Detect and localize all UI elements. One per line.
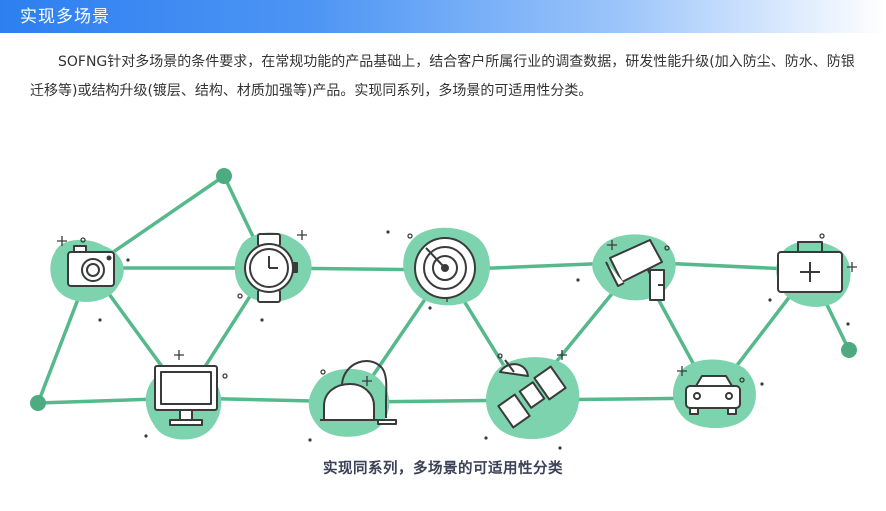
- camera-icon: [67, 245, 115, 287]
- dots: [98, 230, 850, 450]
- first-aid-kit-icon: [777, 241, 843, 293]
- section-title: 实现多场景: [20, 7, 110, 27]
- network-nodes: [30, 168, 857, 411]
- watch-icon: [244, 233, 298, 303]
- radar-icon: [414, 237, 476, 299]
- car-icon: [685, 375, 741, 415]
- diagram-caption: 实现同系列，多场景的可适用性分类: [323, 461, 563, 477]
- vacuum-cleaner-icon: [320, 360, 397, 425]
- security-camera-icon: [605, 239, 665, 301]
- intro-paragraph: SOFNG针对多场景的条件要求，在常规功能的产品基础上，结合客户所属行业的调查数…: [30, 54, 855, 99]
- scenario-network-diagram: [30, 168, 857, 450]
- monitor-icon: [154, 365, 218, 426]
- satellite-icon: [497, 359, 567, 429]
- section-header: 实现多场景: [0, 0, 886, 33]
